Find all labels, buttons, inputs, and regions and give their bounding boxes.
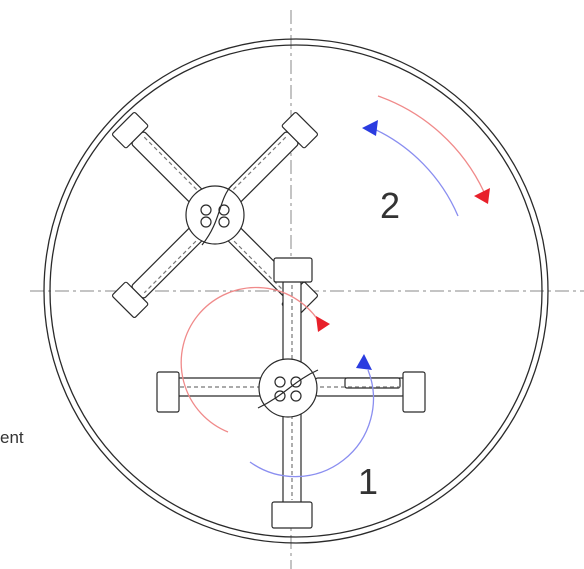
left-edge-text: ent	[0, 428, 24, 447]
rotor-2-red-arc	[377, 95, 485, 193]
rotor-2-red-arrowhead	[474, 188, 490, 204]
rotor-2-blue-arc	[371, 127, 459, 217]
rotor-1-label: 1	[358, 461, 378, 502]
rotor-1-blade-bottom	[271, 501, 313, 529]
rotor-2-blade-bottom	[111, 281, 149, 319]
rotor-1-blue-arrowhead	[356, 354, 372, 370]
vessel-inner-circle	[49, 44, 543, 538]
rotor-1-blade-right	[402, 371, 426, 413]
vessel-outer-circle	[43, 38, 549, 544]
rotor-2-blue-arrowhead	[362, 120, 378, 136]
vessel-outline	[43, 38, 549, 544]
rotor-2-label: 2	[380, 185, 400, 226]
rotor-2-hub	[185, 184, 245, 246]
rotor-1-blade-left	[156, 371, 180, 413]
rotor-2-rotation-arrows	[371, 95, 485, 217]
rotor-1-blue-arc	[249, 369, 375, 478]
rotor-1-blade-top	[273, 257, 313, 283]
rotor-1-hub	[257, 358, 319, 418]
rotor-1-red-arc	[180, 286, 319, 433]
rotor-1-rotation-arrows	[180, 286, 375, 478]
rotor-2-blade-left	[111, 111, 149, 149]
rotor-2-blade-top	[281, 111, 319, 149]
rotor-1-red-arrowhead	[316, 316, 330, 332]
rotor-1	[156, 257, 426, 529]
